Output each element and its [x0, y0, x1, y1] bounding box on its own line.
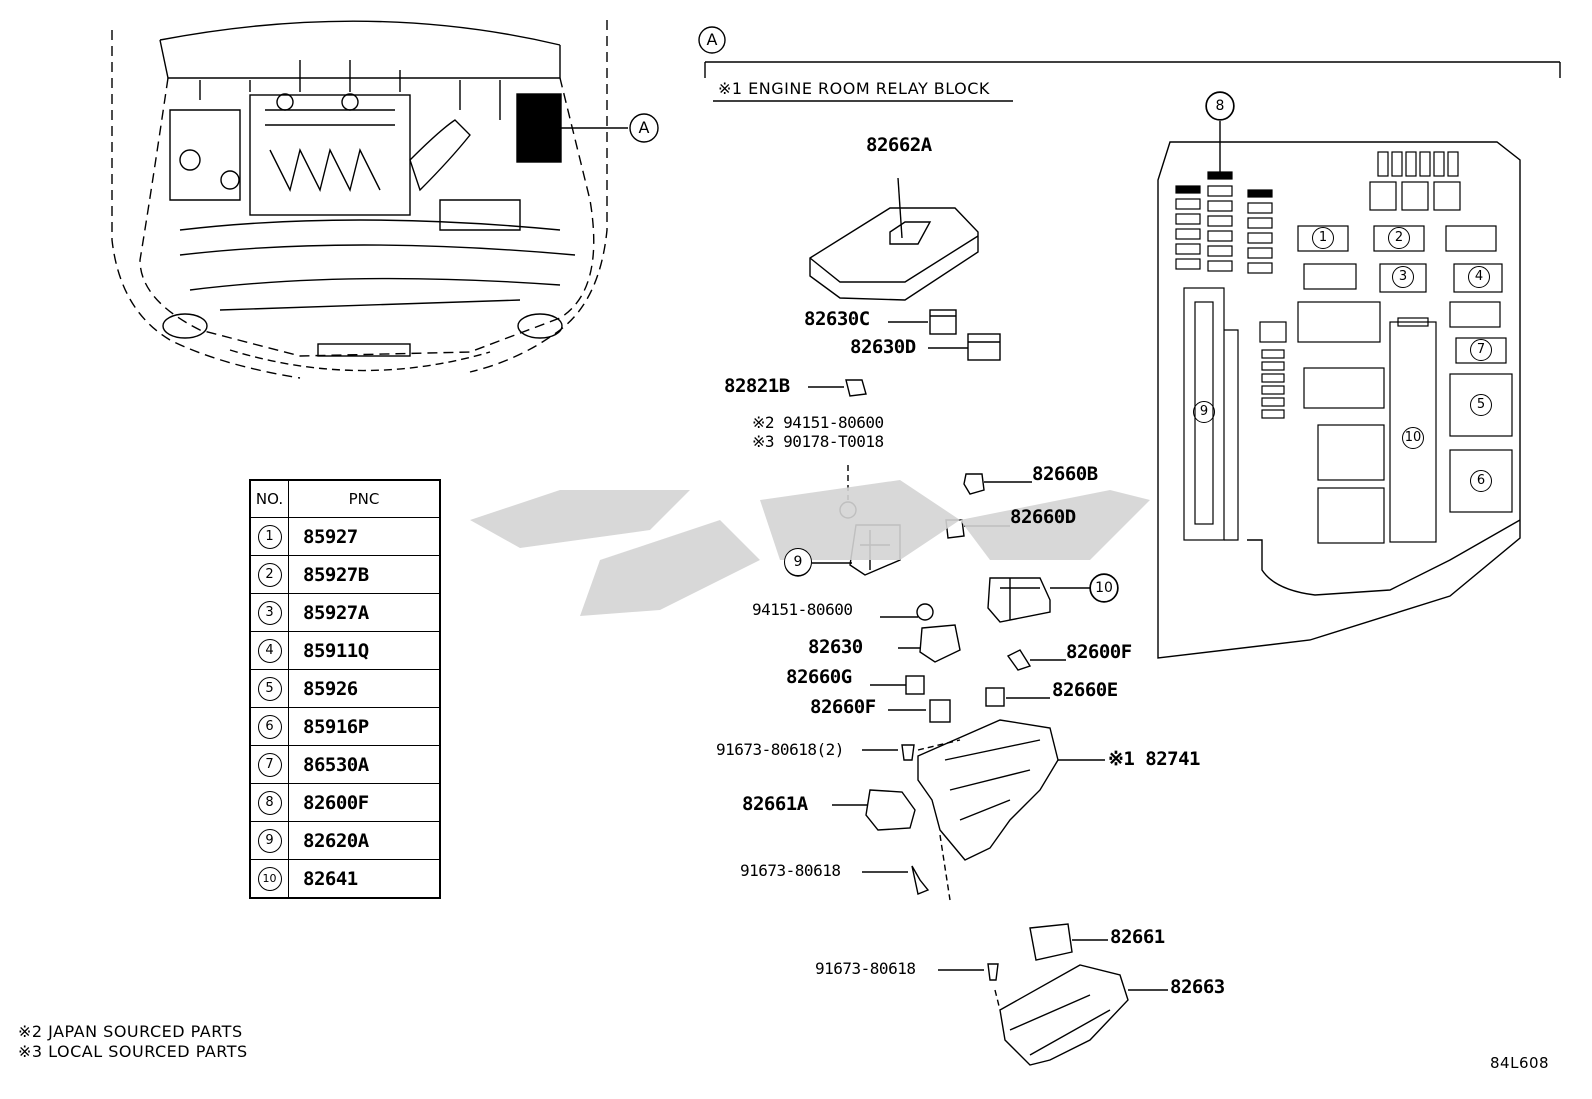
part-label-82661A: 82661A: [742, 793, 808, 815]
pnc-value: 85911Q: [288, 631, 441, 670]
callout-10: 10: [1090, 574, 1118, 602]
part-label-82660G: 82660G: [786, 666, 852, 688]
pnc-value: 82600F: [288, 783, 441, 822]
box-number-2: 2: [1388, 227, 1410, 249]
pnc-value: 82620A: [288, 821, 441, 860]
box-number-3: 3: [1392, 266, 1414, 288]
row-number: 7: [257, 752, 282, 777]
diagram-code: 84L608: [1490, 1054, 1550, 1072]
pnc-value: 85916P: [288, 707, 441, 746]
pnc-value: 82641: [288, 859, 441, 899]
part-label-91673-b: 91673-80618: [815, 959, 916, 978]
part-label-82630D: 82630D: [850, 336, 916, 358]
box-number-7: 7: [1470, 339, 1492, 361]
section-title: ※1 ENGINE ROOM RELAY BLOCK: [718, 79, 990, 98]
part-label-82660B: 82660B: [1032, 463, 1098, 485]
footnote-japan-sourced: ※2 JAPAN SOURCED PARTS: [18, 1022, 243, 1041]
note-local-stud: ※3 90178-T0018: [752, 432, 884, 451]
view-marker-a-header: A: [706, 30, 718, 49]
row-number: 2: [257, 562, 282, 587]
box-number-6: 6: [1470, 470, 1492, 492]
row-number: 3: [257, 600, 282, 625]
part-label-82660F: 82660F: [810, 696, 876, 718]
column-header-no: NO.: [249, 479, 289, 518]
box-number-5: 5: [1470, 394, 1492, 416]
pnc-value: 86530A: [288, 745, 441, 784]
pnc-value: 85927: [288, 517, 441, 556]
part-label-82821B: 82821B: [724, 375, 790, 397]
callout-9: 9: [784, 548, 812, 576]
part-label-82630: 82630: [808, 636, 863, 658]
box-number-1: 1: [1312, 227, 1334, 249]
part-label-82600F: 82600F: [1066, 641, 1132, 663]
table-header-row: NO. PNC: [249, 479, 441, 518]
part-label-82663: 82663: [1170, 976, 1225, 998]
box-number-10: 10: [1402, 427, 1424, 449]
row-number: 8: [257, 790, 282, 815]
column-header-pnc: PNC: [288, 479, 441, 518]
part-label-82662A: 82662A: [866, 134, 932, 156]
pnc-value: 85927A: [288, 593, 441, 632]
box-number-9: 9: [1193, 401, 1215, 423]
note-japan-stud: ※2 94151-80600: [752, 413, 884, 432]
part-label-82630C: 82630C: [804, 308, 870, 330]
footnote-local-sourced: ※3 LOCAL SOURCED PARTS: [18, 1042, 248, 1061]
part-label-94151: 94151-80600: [752, 600, 853, 619]
part-label-91673-2: 91673-80618(2): [716, 740, 844, 759]
callout-8: 8: [1206, 92, 1234, 120]
row-number: 1: [257, 524, 282, 549]
box-number-4: 4: [1468, 266, 1490, 288]
row-number: 4: [257, 638, 282, 663]
pnc-value: 85926: [288, 669, 441, 708]
part-label-82660D: 82660D: [1010, 506, 1076, 528]
part-label-82660E: 82660E: [1052, 679, 1118, 701]
part-label-82741: ※1 82741: [1108, 748, 1201, 770]
row-number: 6: [257, 714, 282, 739]
row-number: 5: [257, 676, 282, 701]
row-number: 10: [257, 866, 282, 891]
part-label-91673-a: 91673-80618: [740, 861, 841, 880]
row-number: 9: [257, 828, 282, 853]
view-marker-a-engine: A: [638, 118, 650, 137]
pnc-value: 85927B: [288, 555, 441, 594]
part-label-82661: 82661: [1110, 926, 1165, 948]
